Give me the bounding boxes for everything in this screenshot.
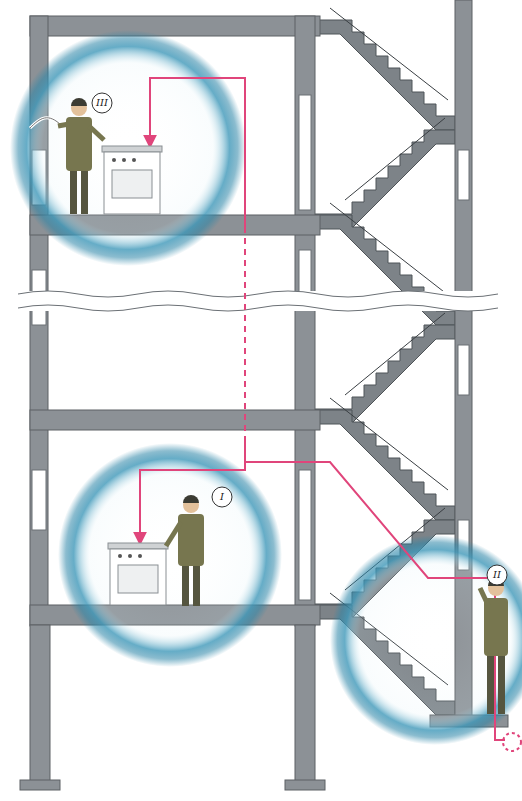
door-opening (299, 95, 311, 210)
highlight-glow (10, 30, 246, 266)
worker (480, 578, 508, 714)
callout-ring (92, 93, 112, 113)
gas-pipe-hidden (244, 232, 246, 442)
stove-knob (138, 554, 142, 558)
stair-flight (315, 325, 455, 423)
callout-circle: III (91, 92, 113, 114)
gas-stove (108, 543, 168, 605)
door-opening (299, 470, 311, 600)
foundation-column (295, 625, 315, 783)
callout-number: III (91, 92, 113, 114)
stove-top (102, 146, 162, 152)
hose (30, 118, 62, 128)
worker-leg (487, 652, 494, 714)
break-line (18, 305, 498, 311)
gas-stove (102, 146, 162, 214)
worker-leg (182, 562, 189, 606)
gas-inlet (503, 733, 521, 751)
highlight-glow (58, 443, 282, 667)
callout-number: II (486, 564, 508, 586)
callout-circle: II (486, 564, 508, 586)
worker-arm (480, 588, 488, 605)
stove-knob (118, 554, 122, 558)
roof-slab (30, 16, 320, 36)
worker-coat (484, 598, 508, 656)
stove-body (110, 549, 166, 605)
oven-door (118, 565, 158, 593)
railing (330, 8, 448, 100)
highlight-glow (330, 535, 522, 745)
stove-body (104, 152, 160, 214)
stair-flight (315, 130, 455, 228)
oven-door (112, 170, 152, 198)
window (32, 470, 46, 530)
worker-leg (193, 562, 200, 606)
foundation-column (30, 625, 50, 783)
callout-circle: I (211, 486, 233, 508)
hose (30, 118, 62, 128)
stair-flight (315, 410, 455, 520)
footing (285, 780, 325, 790)
break-line (18, 291, 498, 297)
gas-pipe-riser (245, 442, 505, 740)
stove-top (108, 543, 168, 549)
stove-knob (112, 158, 116, 162)
highlight-circles (10, 30, 522, 745)
worker-cap (183, 495, 199, 503)
worker-coat (178, 514, 204, 566)
callout-number: I (211, 486, 233, 508)
worker-leg (498, 652, 505, 714)
worker-leg (81, 166, 88, 214)
worker-arm (58, 124, 69, 126)
worker (166, 495, 204, 606)
callout-ring (487, 565, 507, 585)
stove-knob (128, 554, 132, 558)
worker-leg (70, 166, 77, 214)
railing (345, 118, 445, 200)
stove-knob (132, 158, 136, 162)
railing (330, 398, 448, 490)
gas-pipe-branch (150, 78, 245, 232)
break-band (18, 291, 498, 311)
window (458, 150, 469, 200)
worker-coat (66, 117, 92, 171)
gas-pipe (140, 78, 521, 751)
stair-flight (315, 20, 455, 130)
worker-arm (166, 522, 181, 546)
stove-knob (122, 158, 126, 162)
worker-arm (89, 126, 104, 140)
stair-wall (295, 16, 315, 626)
window (458, 345, 469, 395)
railing (345, 313, 445, 395)
worker (30, 98, 104, 214)
floor-slab (30, 410, 320, 430)
break-gap (18, 291, 480, 311)
railing (330, 203, 448, 295)
callout-ring (212, 487, 232, 507)
footing (20, 780, 60, 790)
worker-cap (71, 98, 87, 106)
